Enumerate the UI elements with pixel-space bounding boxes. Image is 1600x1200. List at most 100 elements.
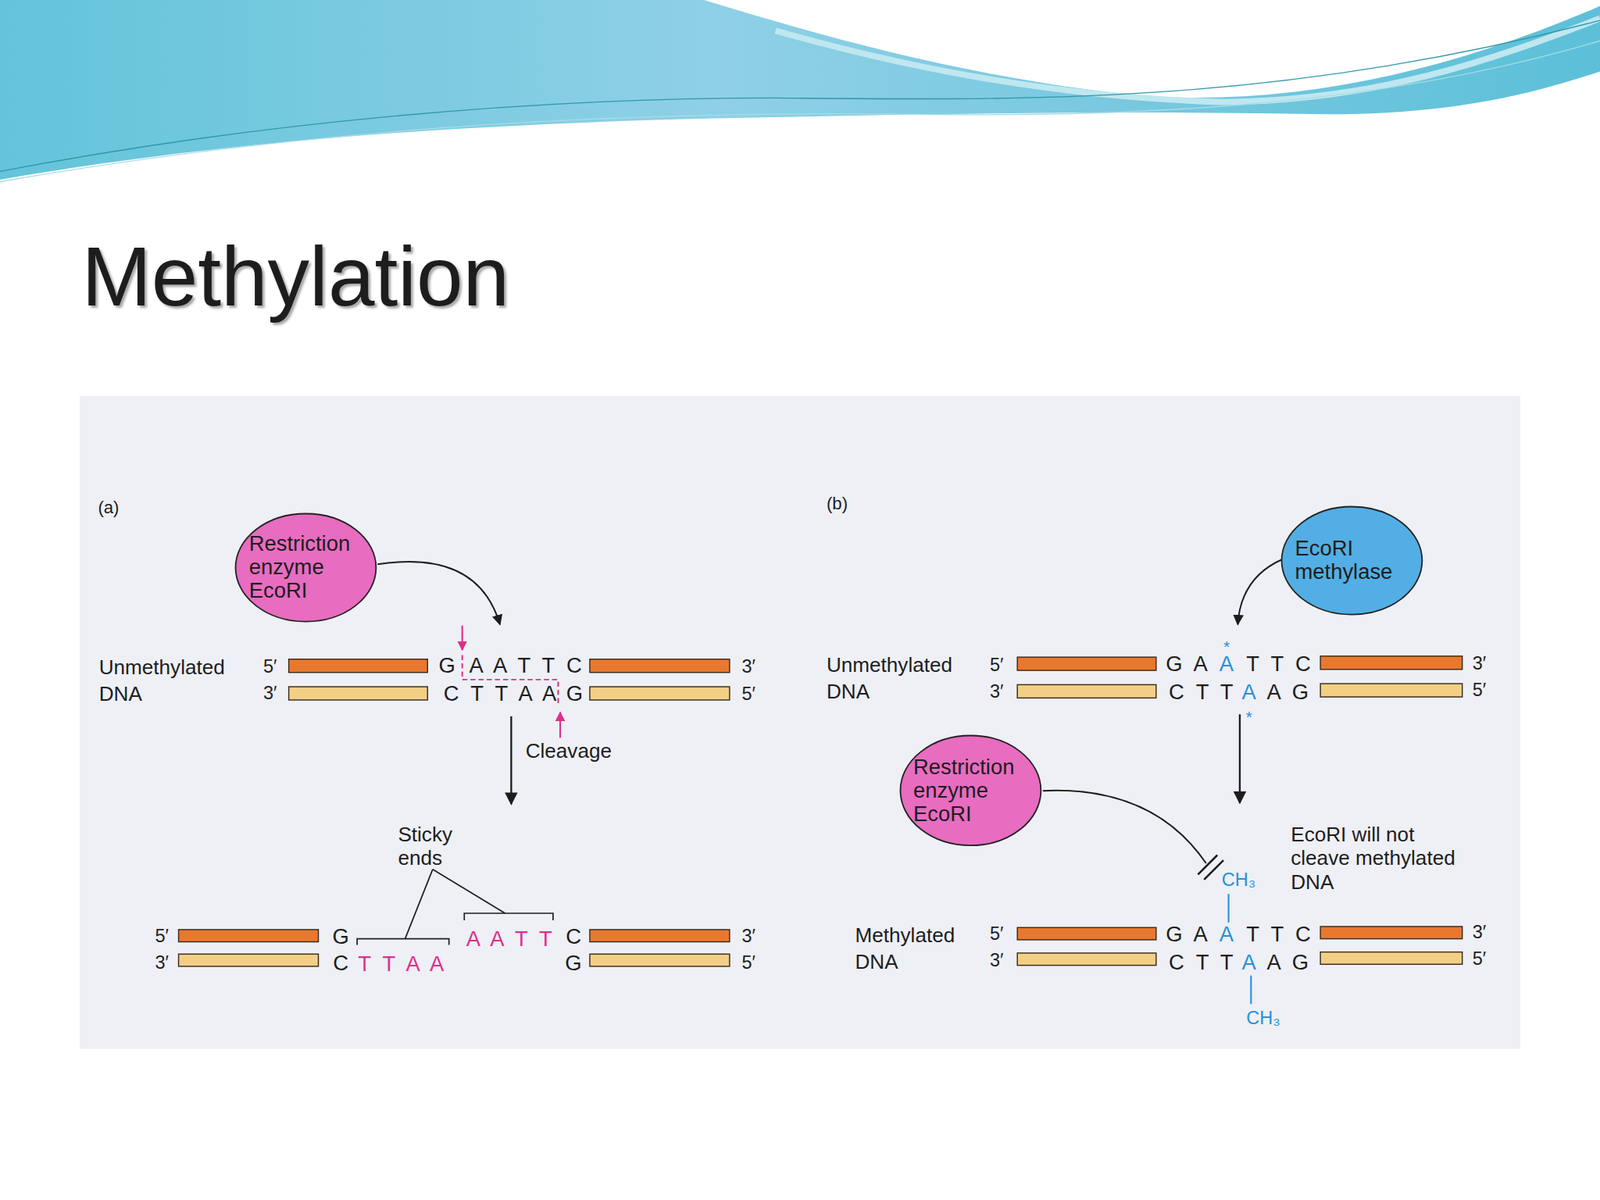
- strand-end: 5′: [989, 925, 1004, 945]
- enzyme-name: Restriction enzyme EcoRI: [913, 755, 1028, 826]
- dna-base: C: [332, 952, 349, 974]
- ellipse-shape: [1282, 506, 1423, 615]
- strand-end: 3′: [742, 927, 756, 947]
- cut-arrow: [559, 712, 561, 739]
- blocked-arrow: [1042, 790, 1207, 864]
- bracket: [464, 913, 554, 921]
- header-line: [0, 40, 1600, 182]
- enzyme-ellipse: Restriction enzyme EcoRI: [899, 734, 1043, 847]
- step-label: Cleavage: [525, 740, 612, 761]
- dna-strand: [289, 686, 429, 700]
- dna-strand: [178, 929, 319, 943]
- dna-base: T T C: [1246, 653, 1311, 675]
- ellipse-text-area: Restriction enzyme EcoRI: [899, 734, 1043, 847]
- binding-arrow: [1237, 559, 1283, 625]
- header-line: [0, 20, 1600, 172]
- dna-strand: [589, 929, 730, 943]
- strand-end: 3′: [1472, 923, 1486, 943]
- block-mark: [1203, 860, 1224, 880]
- strand-end: 5′: [155, 927, 169, 947]
- enzyme-name: EcoRI methylase: [1294, 536, 1409, 584]
- dna-strand: [1320, 952, 1463, 965]
- dna-strands: [178, 656, 1463, 967]
- dna-base: C: [565, 925, 582, 947]
- dna-base: G: [566, 682, 583, 704]
- strand-end: 3′: [989, 952, 1004, 972]
- dna-label: Unmethylated DNA: [99, 655, 253, 709]
- strand-end: 5′: [742, 953, 756, 973]
- leader-line: [405, 869, 433, 940]
- strand-end: 5′: [989, 656, 1004, 675]
- strand-end: 3′: [989, 682, 1004, 702]
- leader-line: [432, 869, 506, 914]
- note-text: EcoRI will not cleave methylated DNA: [1290, 822, 1467, 893]
- dna-base: A: [1242, 951, 1257, 973]
- strand-end: 5′: [742, 685, 756, 705]
- strand-end: 5′: [1472, 681, 1486, 700]
- ellipse-shape: [235, 513, 377, 622]
- callout-label: Sticky ends: [397, 822, 479, 870]
- dna-base: A: [1219, 653, 1234, 675]
- methyl-group: CH₃: [1246, 1009, 1281, 1029]
- cut-arrow: [461, 625, 464, 650]
- dna-label: Methylated DNA: [855, 922, 989, 976]
- dna-base: G: [438, 654, 455, 676]
- dna-base: A: [1219, 924, 1234, 946]
- dna-label: Unmethylated DNA: [826, 652, 980, 706]
- figure-panel: [79, 396, 1521, 1050]
- strand-end: 3′: [1472, 655, 1486, 675]
- dna-strand: [1017, 684, 1157, 698]
- bracket: [357, 939, 450, 946]
- panel-label: (b): [826, 495, 848, 513]
- ellipse-text-block: Restriction enzyme EcoRI: [913, 755, 1028, 826]
- ellipse-text-area: EcoRI methylase: [1280, 505, 1424, 616]
- methyl-bond: [1228, 893, 1230, 923]
- binding-arrow: [377, 561, 500, 625]
- dna-strand: [1017, 657, 1157, 671]
- enzyme-ellipse: EcoRI methylase: [1280, 505, 1424, 616]
- dna-base: T T A A: [357, 953, 444, 975]
- dna-strand: [589, 686, 730, 700]
- header-wave: [0, 0, 1600, 180]
- strand-end: 5′: [263, 657, 277, 677]
- block-mark: [1197, 855, 1218, 875]
- ellipse-text-area: Restriction enzyme EcoRI: [234, 512, 378, 623]
- dna-strand: [1320, 926, 1463, 940]
- dna-base: A A T T: [466, 928, 553, 950]
- dna-strand: [589, 953, 730, 967]
- dna-base: T T C: [1246, 924, 1311, 946]
- enzyme-ellipse: Restriction enzyme EcoRI: [234, 512, 378, 623]
- dna-strand: [589, 659, 730, 673]
- dna-strand: [1017, 953, 1157, 966]
- site-mark: *: [1246, 709, 1253, 726]
- dna-base: A A T T C: [468, 654, 583, 676]
- dna-base: G A: [1165, 924, 1208, 946]
- dna-strand: [1320, 683, 1463, 697]
- dna-base: G A: [1165, 653, 1208, 675]
- ellipse-shape: [900, 735, 1041, 847]
- step-arrow: [510, 716, 512, 804]
- dna-strand: [1017, 927, 1157, 940]
- dna-base: C T T: [1168, 951, 1233, 973]
- methyl-bond: [1250, 975, 1252, 1005]
- ellipse-text-block: EcoRI methylase: [1294, 536, 1409, 584]
- site-mark: *: [1223, 639, 1230, 656]
- strand-end: 3′: [155, 953, 169, 973]
- dna-base: C T T: [1168, 681, 1233, 703]
- dna-base: A G: [1267, 951, 1309, 973]
- dna-strand: [178, 953, 319, 967]
- dna-strand: [289, 659, 429, 673]
- dna-base: G: [332, 925, 350, 947]
- strand-end: 5′: [1472, 950, 1486, 969]
- dna-base: A G: [1267, 681, 1309, 703]
- dna-base: C T T A A: [443, 682, 558, 704]
- slide-title: Methylation: [81, 235, 510, 320]
- strand-end: 3′: [742, 657, 756, 677]
- enzyme-name: Restriction enzyme EcoRI: [249, 532, 364, 603]
- dna-base: G: [564, 952, 582, 974]
- ellipse-text-block: Restriction enzyme EcoRI: [249, 532, 364, 603]
- panel-label: (a): [97, 499, 119, 517]
- dna-base: A: [1242, 681, 1257, 703]
- methyl-group: CH₃: [1221, 871, 1257, 890]
